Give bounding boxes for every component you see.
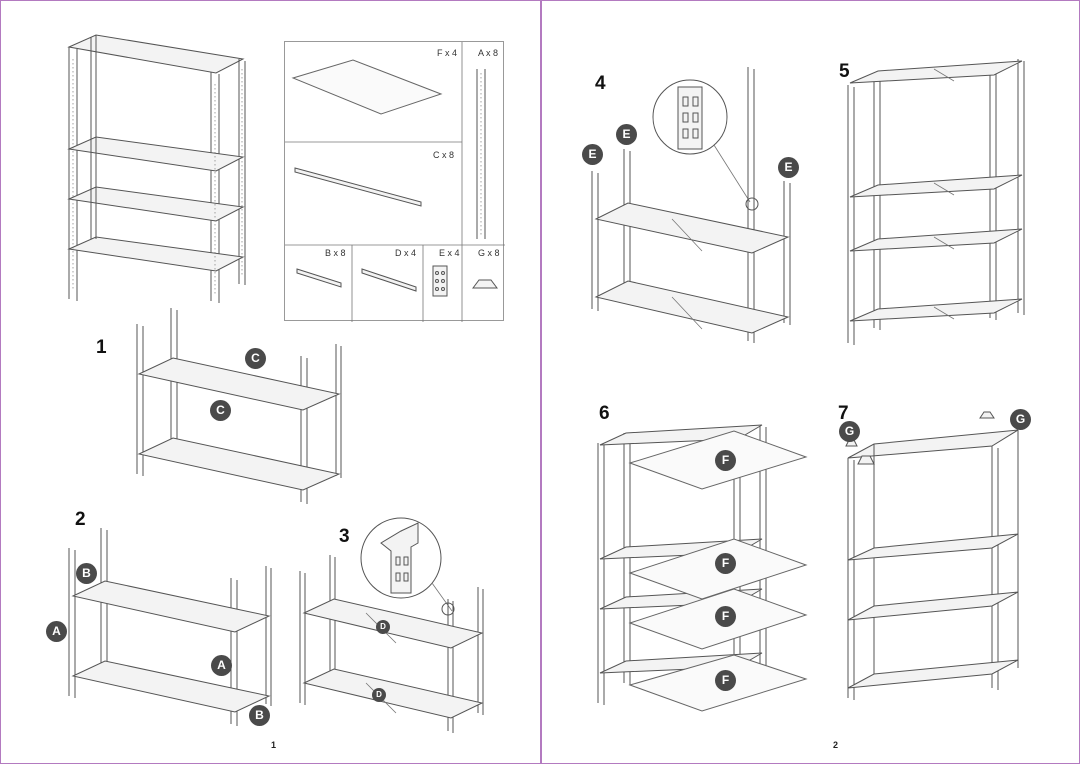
step-6-callout-f-1: F — [715, 450, 736, 471]
page-1-number: 1 — [271, 740, 277, 750]
instruction-page-2: 4 E E E 5 — [541, 0, 1080, 764]
step-2-callout-b-bottom: B — [249, 705, 270, 726]
step-3-number: 3 — [339, 526, 350, 547]
step-4-joint-detail — [652, 79, 759, 211]
page-2-number: 2 — [833, 740, 839, 750]
step-2-callout-b-top: B — [76, 563, 97, 584]
step-2-illustration — [68, 528, 272, 726]
step-6-callout-f-2: F — [715, 553, 736, 574]
part-d-label: D x 4 — [395, 248, 417, 258]
step-6-callout-f-4: F — [715, 670, 736, 691]
step-5-number: 5 — [839, 61, 850, 82]
part-c-label: C x 8 — [433, 150, 455, 160]
part-g-label: G x 8 — [478, 248, 500, 258]
step-4-callout-e-back: E — [616, 124, 637, 145]
step-2-callout-a-left: A — [46, 621, 67, 642]
step-3-bracket-detail — [360, 517, 453, 612]
step-1-callout-c-front: C — [210, 400, 231, 421]
part-e-label: E x 4 — [439, 248, 460, 258]
part-f-shelf-panel — [291, 59, 443, 115]
part-g-foot-cap — [472, 279, 498, 289]
step-2-number: 2 — [75, 509, 86, 530]
part-c-beam — [294, 167, 422, 207]
part-e-corner-bracket — [432, 265, 448, 297]
step-1-number: 1 — [96, 337, 107, 358]
part-b-label: B x 8 — [325, 248, 346, 258]
part-f-label: F x 4 — [437, 48, 458, 58]
step-7-callout-g-left: G — [839, 421, 860, 442]
step-5-illustration — [847, 59, 1025, 345]
part-a-upright — [476, 69, 486, 239]
part-d-short-beam — [361, 268, 417, 292]
step-6-number: 6 — [599, 403, 610, 424]
step-3-callout-d-top: D — [376, 620, 390, 634]
step-4-number: 4 — [595, 73, 606, 94]
step-7-illustration — [845, 411, 1019, 700]
step-1-illustration — [136, 308, 342, 504]
step-7-callout-g-right: G — [1010, 409, 1031, 430]
step-3-illustration — [299, 555, 484, 733]
instruction-page-1: F x 4 A x 8 C x 8 B x 8 D x 4 — [0, 0, 541, 764]
step-6-callout-f-3: F — [715, 606, 736, 627]
step-4-illustration — [591, 67, 791, 343]
part-b-short-beam — [296, 268, 342, 288]
step-4-callout-e-right: E — [778, 157, 799, 178]
step-4-callout-e-left: E — [582, 144, 603, 165]
step-2-callout-a-right: A — [211, 655, 232, 676]
step-6-illustration — [597, 424, 808, 712]
part-a-label: A x 8 — [478, 48, 499, 58]
parts-grid-lines — [285, 42, 505, 322]
step-1-callout-c-top: C — [245, 348, 266, 369]
assembled-shelf-overview — [67, 34, 246, 303]
step-7-number: 7 — [838, 403, 849, 424]
step-3-callout-d-bottom: D — [372, 688, 386, 702]
parts-list-panel: F x 4 A x 8 C x 8 B x 8 D x 4 — [284, 41, 505, 322]
